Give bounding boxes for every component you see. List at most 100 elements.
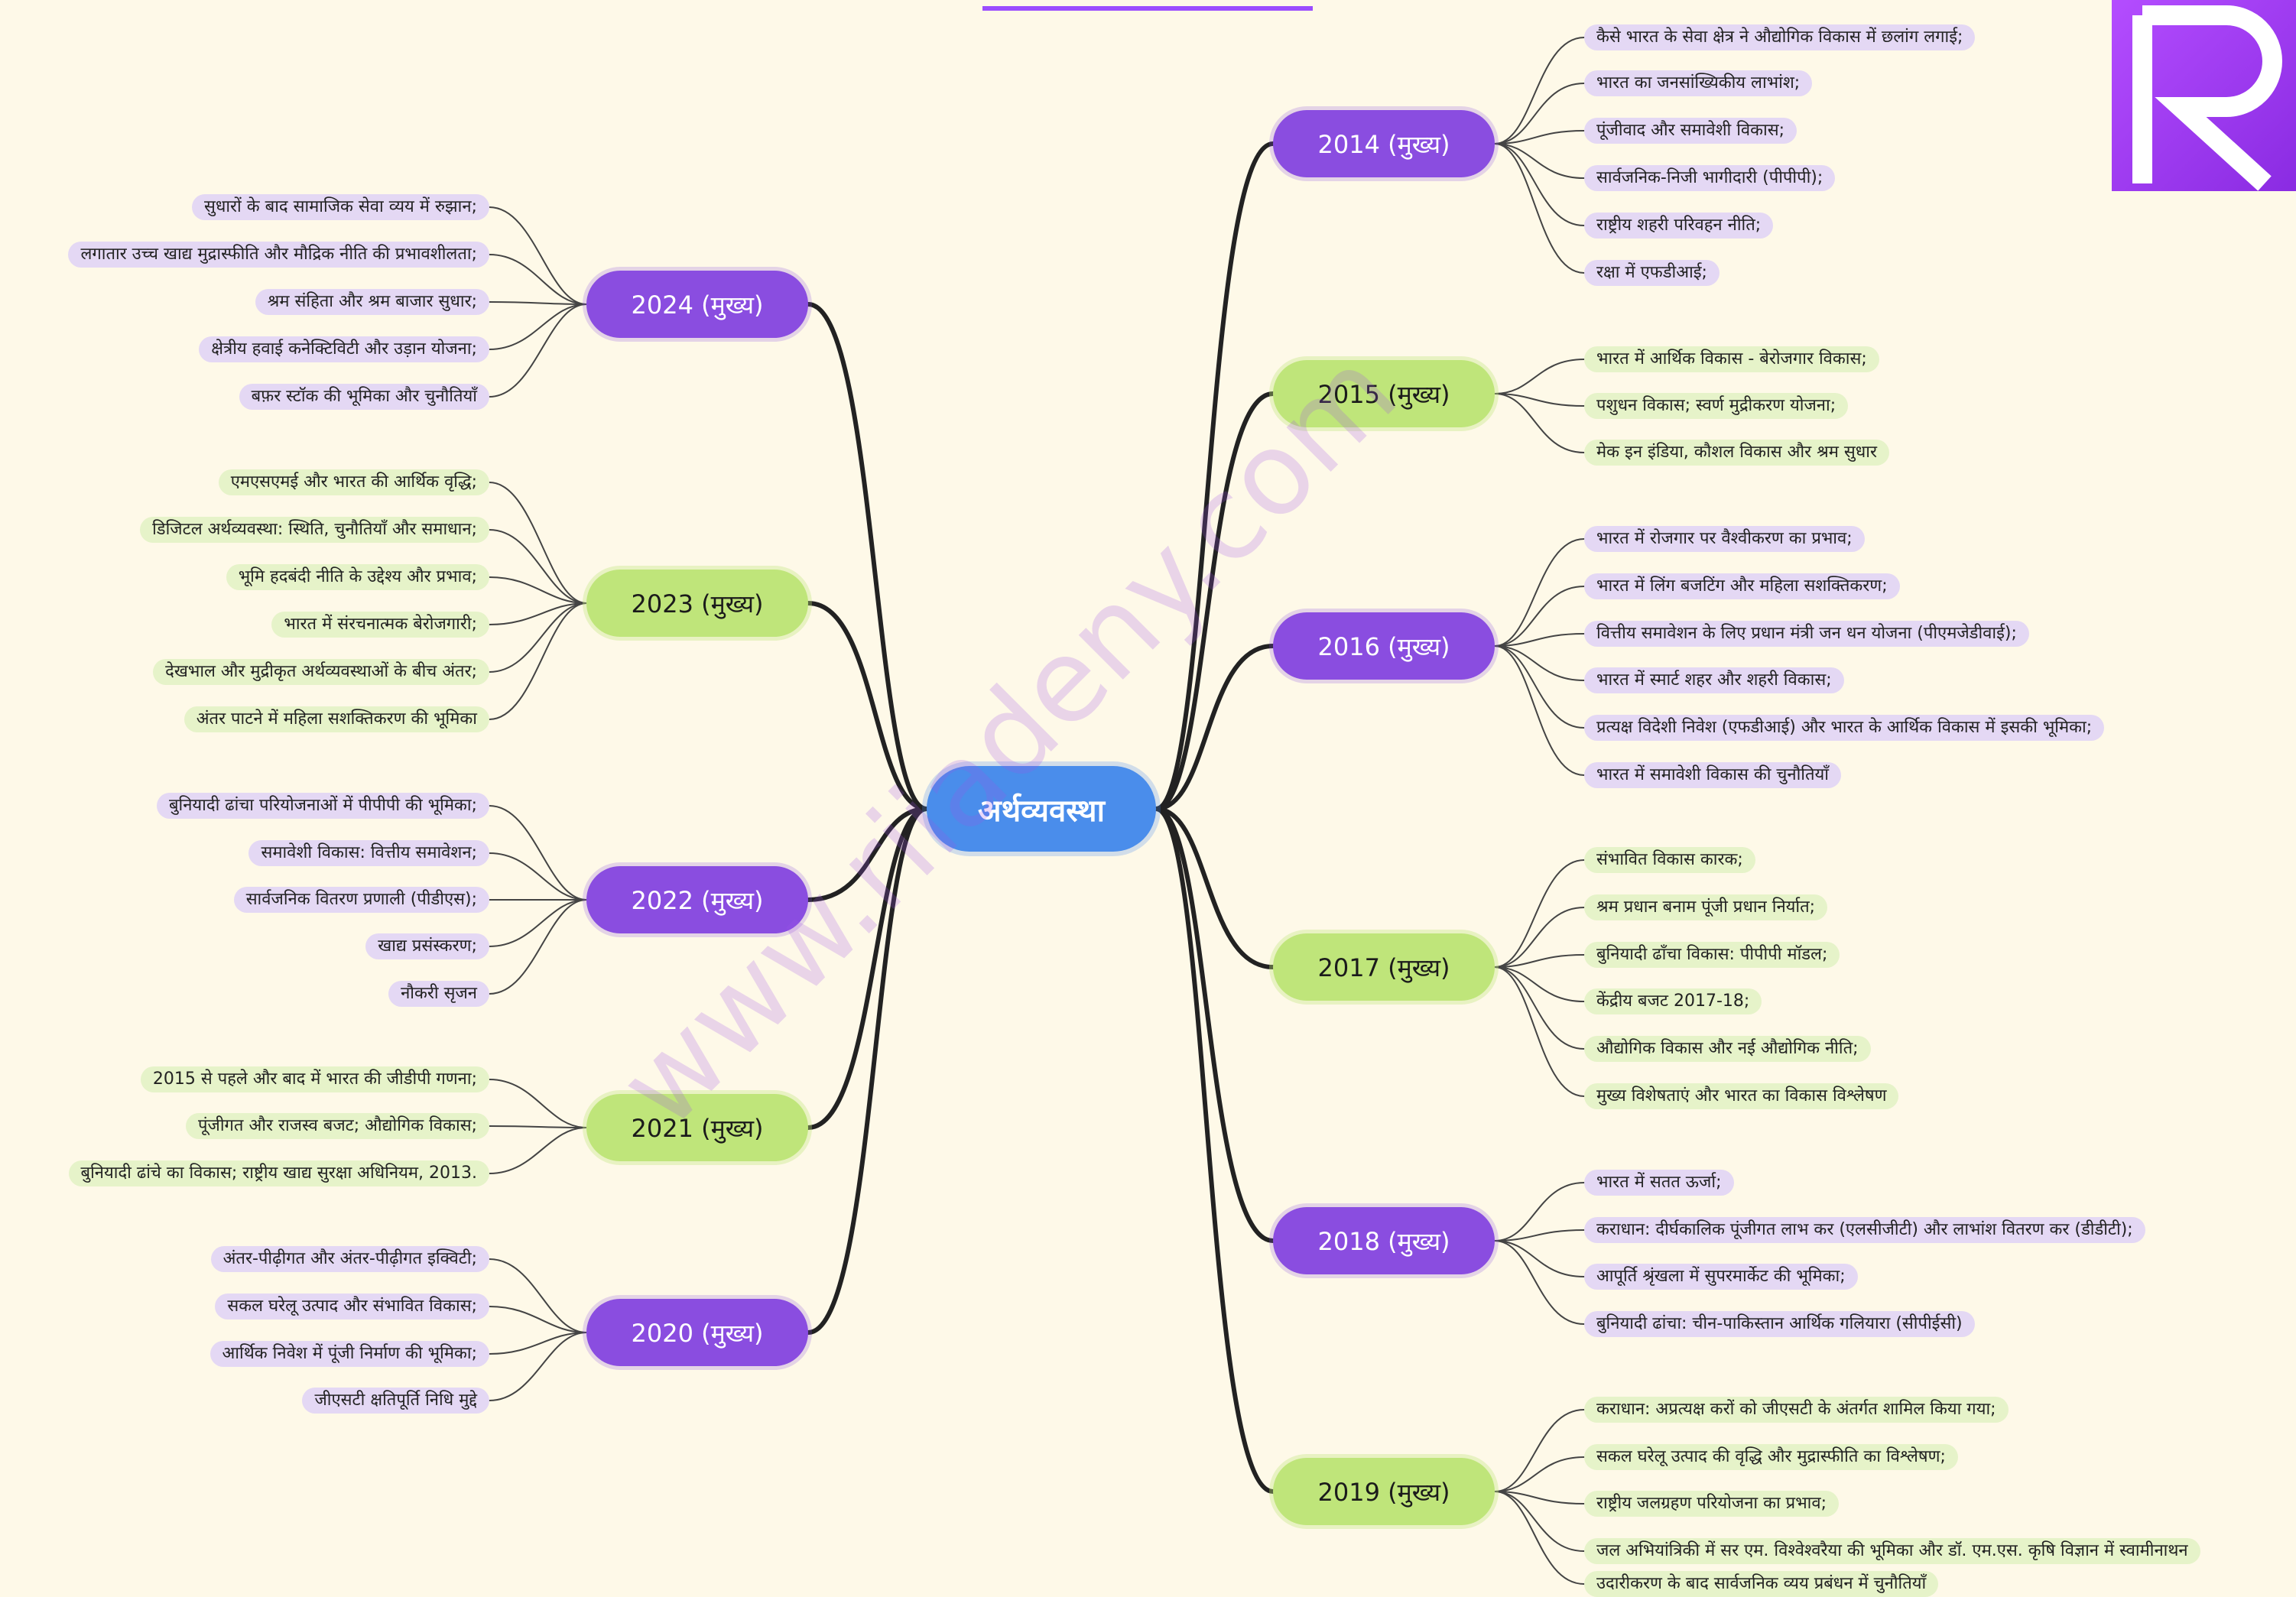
topic-item[interactable]: भारत में रोजगार पर वैश्वीकरण का प्रभाव; [1584, 526, 1865, 552]
topic-item[interactable]: पशुधन विकास; स्वर्ण मुद्रीकरण योजना; [1584, 393, 1849, 419]
topic-connector [1494, 37, 1585, 144]
topic-item[interactable]: नौकरी सृजन [388, 981, 489, 1007]
topic-item[interactable]: बुनियादी ढांचा: चीन-पाकिस्तान आर्थिक गलि… [1584, 1311, 1975, 1337]
topic-connector [489, 1079, 587, 1128]
topic-item[interactable]: बुनियादी ढांचे का विकास; राष्ट्रीय खाद्य… [68, 1160, 489, 1186]
topic-item[interactable]: देखभाल और मुद्रीकृत अर्थव्यवस्थाओं के बी… [153, 659, 489, 685]
topic-item[interactable]: प्रत्यक्ष विदेशी निवेश (एफडीआई) और भारत … [1584, 715, 2105, 741]
topic-item[interactable]: औद्योगिक विकास और नई औद्योगिक नीति; [1584, 1036, 1871, 1062]
topic-item[interactable]: पूंजीगत और राजस्व बजट; औद्योगिक विकास; [186, 1113, 489, 1139]
topic-item[interactable]: वित्तीय समावेशन के लिए प्रधान मंत्री जन … [1584, 621, 2029, 647]
topic-item[interactable]: भारत में आर्थिक विकास - बेरोजगार विकास; [1584, 346, 1879, 372]
topic-connector [1494, 966, 1585, 1097]
topic-item[interactable]: अंतर-पीढ़ीगत और अंतर-पीढ़ीगत इक्विटी; [210, 1246, 489, 1272]
topic-item[interactable]: डिजिटल अर्थव्यवस्था: स्थिति, चुनौतियाँ औ… [140, 517, 489, 543]
topic-item[interactable]: श्रम संहिता और श्रम बाजार सुधार; [255, 289, 489, 315]
topic-item[interactable]: भारत में सतत ऊर्जा; [1584, 1170, 1734, 1196]
topic-item[interactable]: भारत का जनसांख्यिकीय लाभांश; [1584, 70, 1813, 96]
topic-connector [1494, 143, 1585, 274]
topic-connector [1494, 645, 1585, 681]
branch-connector [806, 302, 929, 811]
year-node-2014[interactable]: 2014 (मुख्य) [1273, 110, 1495, 177]
year-node-2019[interactable]: 2019 (मुख्य) [1273, 1458, 1495, 1525]
topic-connector [1494, 1229, 1585, 1242]
topic-item[interactable]: खाद्य प्रसंस्करण; [365, 933, 489, 959]
year-node-2015[interactable]: 2015 (मुख्य) [1273, 360, 1495, 427]
title-underline [982, 6, 1313, 11]
topic-item[interactable]: रक्षा में एफडीआई; [1584, 260, 1720, 286]
logo-r-icon [2132, 5, 2282, 191]
branch-connector [1154, 807, 1275, 969]
branch-connector [806, 601, 929, 811]
topic-item[interactable]: लगातार उच्च खाद्य मुद्रास्फीति और मौद्रि… [68, 242, 489, 268]
year-node-2022[interactable]: 2022 (मुख्य) [586, 866, 808, 933]
topic-item[interactable]: सार्वजनिक-निजी भागीदारी (पीपीपी); [1584, 165, 1836, 191]
topic-connector [1494, 359, 1585, 394]
topic-item[interactable]: पूंजीवाद और समावेशी विकास; [1584, 118, 1798, 144]
topic-connector [489, 852, 587, 901]
year-node-2024[interactable]: 2024 (मुख्य) [586, 271, 808, 338]
topic-connector [1494, 1240, 1585, 1277]
topic-connector [489, 1306, 587, 1333]
topic-item[interactable]: 2015 से पहले और बाद में भारत की जीडीपी ग… [140, 1066, 489, 1092]
topic-connector [1494, 645, 1585, 729]
topic-connector [1494, 1182, 1585, 1242]
topic-connector [1494, 966, 1585, 1002]
topic-connector [1494, 633, 1585, 647]
year-node-2018[interactable]: 2018 (मुख्य) [1273, 1207, 1495, 1274]
topic-item[interactable]: बफ़र स्टॉक की भूमिका और चुनौतियाँ [239, 384, 489, 410]
topic-item[interactable]: एमएसएमई और भारत की आर्थिक वृद्धि; [218, 469, 489, 495]
topic-item[interactable]: कराधान: अप्रत्यक्ष करों को जीएसटी के अंत… [1584, 1397, 2009, 1423]
topic-connector [489, 303, 587, 350]
topic-item[interactable]: आपूर्ति श्रृंखला में सुपरमार्केट की भूमि… [1584, 1264, 1858, 1290]
year-node-2023[interactable]: 2023 (मुख्य) [586, 570, 808, 637]
topic-connector [489, 1127, 587, 1174]
topic-item[interactable]: श्रम प्रधान बनाम पूंजी प्रधान निर्यात; [1584, 894, 1828, 920]
topic-item[interactable]: संभावित विकास कारक; [1584, 847, 1755, 873]
topic-item[interactable]: मेक इन इंडिया, कौशल विकास और श्रम सुधार [1584, 440, 1889, 466]
topic-connector [489, 303, 587, 398]
topic-item[interactable]: बुनियादी ढांचा परियोजनाओं में पीपीपी की … [156, 793, 489, 819]
topic-item[interactable]: जीएसटी क्षतिपूर्ति निधि मुद्दे [302, 1388, 489, 1414]
year-node-2017[interactable]: 2017 (मुख्य) [1273, 933, 1495, 1001]
topic-item[interactable]: बुनियादी ढाँचा विकास: पीपीपी मॉडल; [1584, 942, 1840, 968]
topic-connector [489, 254, 587, 305]
topic-item[interactable]: कैसे भारत के सेवा क्षेत्र ने औद्योगिक वि… [1584, 24, 1976, 50]
topic-item[interactable]: अंतर पाटने में महिला सशक्तिकरण की भूमिका [183, 706, 489, 732]
topic-item[interactable]: भूमि हदबंदी नीति के उद्देश्य और प्रभाव; [226, 564, 489, 590]
topic-connector [1494, 586, 1585, 647]
topic-item[interactable]: जल अभियांत्रिकी में सर एम. विश्वेश्वरैया… [1584, 1538, 2200, 1564]
branch-connector [1154, 807, 1275, 1494]
topic-connector [489, 301, 587, 305]
topic-connector [1494, 130, 1585, 144]
topic-item[interactable]: उदारीकरण के बाद सार्वजनिक व्यय प्रबंधन म… [1584, 1571, 1939, 1597]
topic-item[interactable]: कराधान: दीर्घकालिक पूंजीगत लाभ कर (एलसीज… [1584, 1217, 2145, 1243]
year-node-2016[interactable]: 2016 (मुख्य) [1273, 612, 1495, 680]
year-node-2021[interactable]: 2021 (मुख्य) [586, 1094, 808, 1161]
topic-item[interactable]: क्षेत्रीय हवाई कनेक्टिविटी और उड़ान योजन… [199, 336, 489, 362]
topic-connector [489, 1332, 587, 1401]
topic-item[interactable]: राष्ट्रीय शहरी परिवहन नीति; [1584, 213, 1774, 239]
topic-item[interactable]: समावेशी विकास: वित्तीय समावेशन; [248, 840, 489, 866]
topic-item[interactable]: सकल घरेलू उत्पाद और संभावित विकास; [215, 1294, 489, 1319]
topic-item[interactable]: सकल घरेलू उत्पाद की वृद्धि और मुद्रास्फी… [1584, 1444, 1958, 1470]
topic-item[interactable]: भारत में लिंग बजटिंग और महिला सशक्तिकरण; [1584, 573, 1900, 599]
topic-item[interactable]: भारत में समावेशी विकास की चुनौतियाँ [1584, 762, 1842, 788]
topic-item[interactable]: भारत में संरचनात्मक बेरोजगारी; [271, 612, 489, 638]
topic-item[interactable]: भारत में स्मार्ट शहर और शहरी विकास; [1584, 667, 1844, 693]
topic-item[interactable]: सार्वजनिक वितरण प्रणाली (पीडीएस); [233, 887, 489, 913]
topic-connector [489, 482, 587, 604]
topic-item[interactable]: राष्ट्रीय जलग्रहण परियोजना का प्रभाव; [1584, 1491, 1840, 1517]
topic-connector [1494, 645, 1585, 776]
topic-item[interactable]: सुधारों के बाद सामाजिक सेवा व्यय में रुझ… [191, 194, 489, 220]
topic-item[interactable]: मुख्य विशेषताएं और भारत का विकास विश्लेष… [1584, 1083, 1899, 1109]
year-node-2020[interactable]: 2020 (मुख्य) [586, 1299, 808, 1366]
branch-connector [1154, 391, 1275, 811]
topic-connector [489, 576, 587, 604]
topic-connector [1494, 1491, 1585, 1585]
center-node[interactable]: अर्थव्यवस्था [927, 766, 1156, 852]
topic-item[interactable]: आर्थिक निवेश में पूंजी निर्माण की भूमिका… [209, 1341, 489, 1367]
topic-item[interactable]: केंद्रीय बजट 2017-18; [1584, 988, 1762, 1014]
